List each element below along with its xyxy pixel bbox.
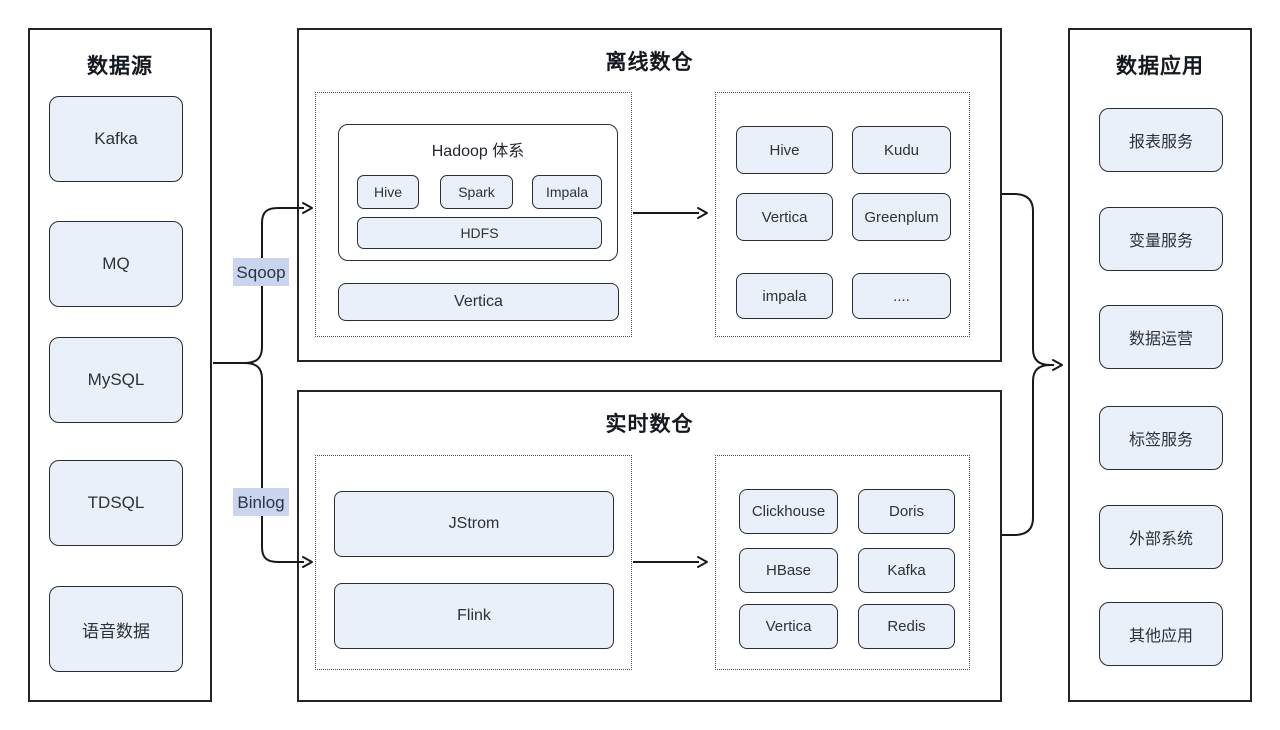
panel-offline-warehouse: 离线数仓 Hadoop 体系 Hive Spark Impala HDFS Ve… (297, 28, 1002, 362)
node-impala-storage: impala (736, 273, 833, 319)
edge-label-sqoop: Sqoop (233, 258, 289, 286)
edge-label-binlog: Binlog (233, 488, 289, 516)
node-tag-service: 标签服务 (1099, 406, 1223, 470)
realtime-storage-group: Clickhouse Doris HBase Kafka Vertica Red… (715, 455, 970, 670)
edge-realtime-to-apps (1002, 364, 1051, 536)
node-tdsql-source: TDSQL (49, 460, 183, 546)
node-doris: Doris (858, 489, 955, 534)
node-flink: Flink (334, 583, 614, 649)
hadoop-system-title: Hadoop 体系 (431, 143, 525, 160)
hadoop-system-box: Hadoop 体系 Hive Spark Impala HDFS (338, 124, 618, 261)
panel-datasources: 数据源 Kafka MQ MySQL TDSQL 语音数据 (28, 28, 212, 702)
node-voice-data-source: 语音数据 (49, 586, 183, 672)
panel-apps-title: 数据应用 (1116, 55, 1204, 78)
node-jstrom: JStrom (334, 491, 614, 557)
offline-storage-group: Hive Kudu Vertica Greenplum impala .... (715, 92, 970, 337)
node-redis: Redis (858, 604, 955, 649)
panel-datasources-title: 数据源 (87, 55, 153, 78)
node-hdfs: HDFS (357, 217, 602, 249)
node-external-system: 外部系统 (1099, 505, 1223, 569)
node-hive-component: Hive (357, 175, 419, 209)
node-other-apps: 其他应用 (1099, 602, 1223, 666)
edge-offline-to-apps (1002, 193, 1063, 371)
offline-compute-group: Hadoop 体系 Hive Spark Impala HDFS Vertica (315, 92, 632, 337)
edge-sources-to-realtime (213, 362, 313, 568)
realtime-compute-group: JStrom Flink (315, 455, 632, 670)
node-kafka-storage: Kafka (858, 548, 955, 593)
node-kudu-storage: Kudu (852, 126, 951, 174)
node-greenplum-storage: Greenplum (852, 193, 951, 241)
node-mysql-source: MySQL (49, 337, 183, 423)
node-vertica-storage: Vertica (736, 193, 833, 241)
node-ellipsis-storage: .... (852, 273, 951, 319)
node-mq-source: MQ (49, 221, 183, 307)
panel-apps: 数据应用 报表服务 变量服务 数据运营 标签服务 外部系统 其他应用 (1068, 28, 1252, 702)
node-data-operations: 数据运营 (1099, 305, 1223, 369)
node-vertica-offline: Vertica (338, 283, 619, 321)
node-impala-component: Impala (532, 175, 602, 209)
node-report-service: 报表服务 (1099, 108, 1223, 172)
node-spark-component: Spark (440, 175, 513, 209)
panel-offline-title: 离线数仓 (605, 51, 694, 74)
node-hbase: HBase (739, 548, 838, 593)
node-variable-service: 变量服务 (1099, 207, 1223, 271)
node-clickhouse: Clickhouse (739, 489, 838, 534)
node-hive-storage: Hive (736, 126, 833, 174)
panel-realtime-warehouse: 实时数仓 JStrom Flink Clickhouse Doris HBase… (297, 390, 1002, 702)
node-vertica-realtime: Vertica (739, 604, 838, 649)
panel-realtime-title: 实时数仓 (605, 413, 694, 436)
node-kafka-source: Kafka (49, 96, 183, 182)
